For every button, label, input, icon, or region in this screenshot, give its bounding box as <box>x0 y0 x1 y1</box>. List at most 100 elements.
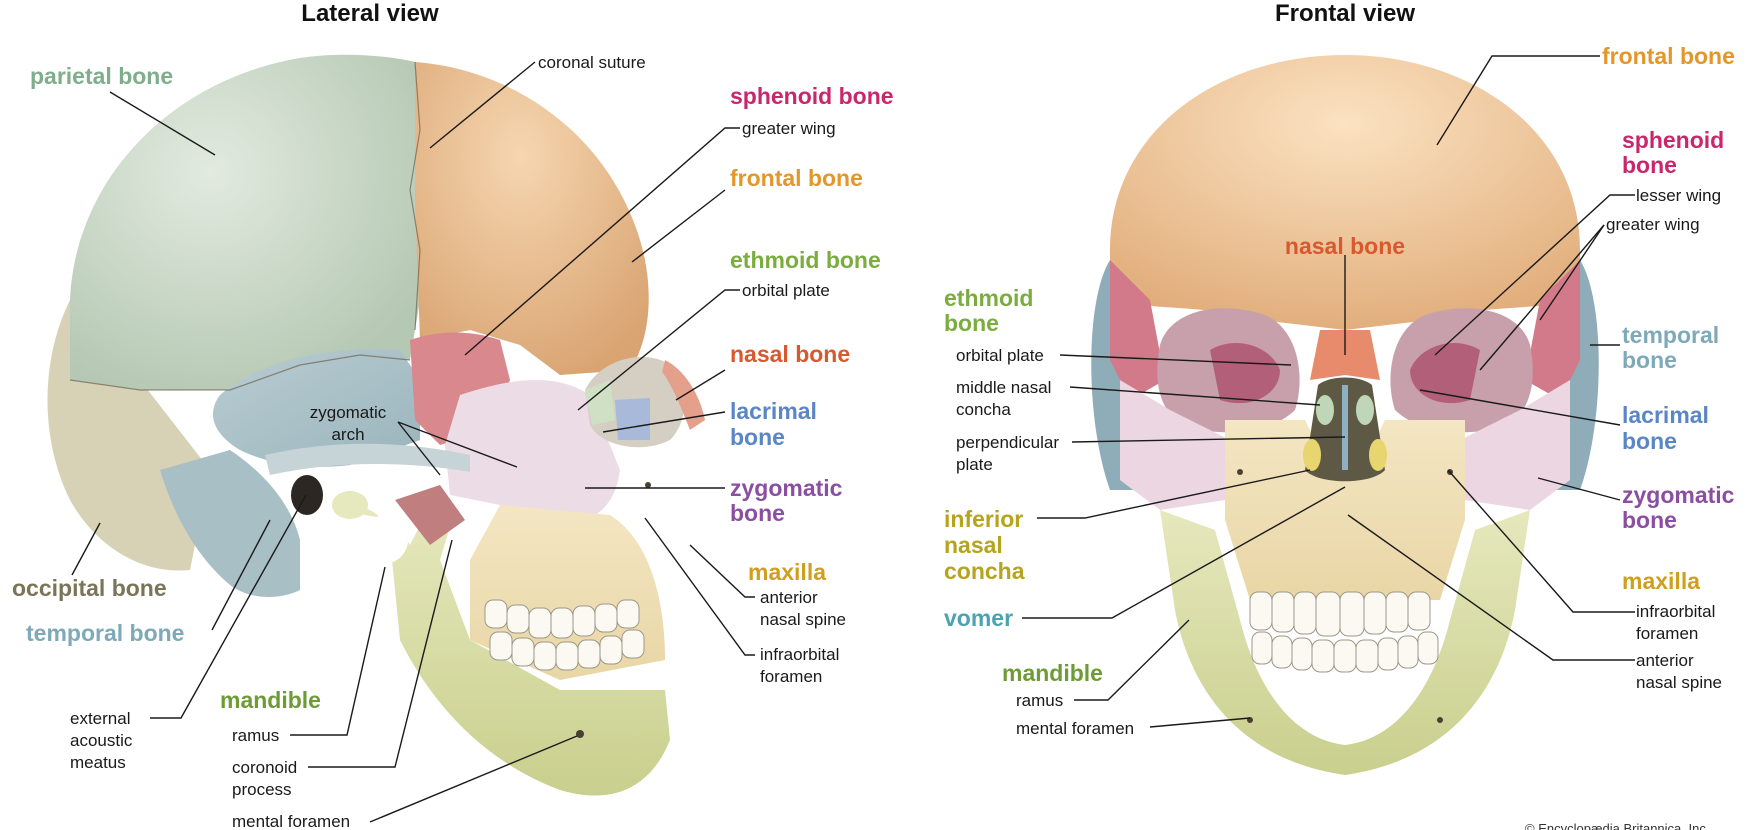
lateral-ear-canal <box>291 475 323 515</box>
lateral-label-coronoid-1: coronoid <box>232 758 297 777</box>
lateral-infraorbital-dot <box>645 482 651 488</box>
lateral-label-lacrimal-2: bone <box>730 424 785 450</box>
frontal-label-inf-concha-1: inferior <box>944 506 1023 532</box>
frontal-mandible <box>1160 510 1530 775</box>
frontal-label-iof-1: infraorbital <box>1636 602 1715 621</box>
lateral-notch <box>358 516 408 564</box>
frontal-view-title: Frontal view <box>1275 0 1415 27</box>
frontal-label-temporal-1: temporal <box>1622 322 1719 348</box>
lateral-label-eam-3: meatus <box>70 753 126 772</box>
frontal-label-ethmoid-1: ethmoid <box>944 285 1033 311</box>
frontal-left-orbit-deep <box>1210 342 1280 404</box>
lateral-label-parietal: parietal bone <box>30 63 173 89</box>
lateral-label-eam-2: acoustic <box>70 731 133 750</box>
lateral-label-occipital: occipital bone <box>12 575 167 601</box>
lateral-frontal-region <box>415 62 649 375</box>
lateral-mental-foramen-dot <box>576 730 584 738</box>
lateral-labels: Lateral view parietal bone coronal sutur… <box>12 0 894 830</box>
frontal-label-inf-concha-3: concha <box>944 558 1025 584</box>
lateral-label-temporal: temporal bone <box>26 620 184 646</box>
frontal-label-lesser-wing: lesser wing <box>1636 186 1721 205</box>
lateral-coronoid-shadow <box>395 485 465 545</box>
frontal-right-inferior-concha <box>1369 439 1387 471</box>
frontal-teeth <box>1249 591 1439 673</box>
lateral-label-ethmoid: ethmoid bone <box>730 247 881 273</box>
lateral-temporal-region <box>212 349 420 467</box>
lateral-zygomatic-arch <box>265 443 470 475</box>
frontal-label-perpendicular-2: plate <box>956 455 993 474</box>
frontal-right-zygomatic <box>1460 380 1570 510</box>
frontal-label-ans-1: anterior <box>1636 651 1694 670</box>
frontal-label-ans-2: nasal spine <box>1636 673 1722 692</box>
frontal-right-orbit-deep <box>1410 342 1480 404</box>
lateral-coronal-suture-line <box>409 61 421 331</box>
frontal-label-lacrimal-1: lacrimal <box>1622 402 1709 428</box>
frontal-label-ramus: ramus <box>1016 691 1063 710</box>
lateral-label-nasal: nasal bone <box>730 341 850 367</box>
frontal-right-sphenoid <box>1525 260 1580 400</box>
frontal-label-mental-foramen: mental foramen <box>1016 719 1134 738</box>
frontal-left-inferior-concha <box>1303 439 1321 471</box>
frontal-label-lacrimal-2: bone <box>1622 428 1677 454</box>
lateral-label-maxilla: maxilla <box>748 559 826 585</box>
lateral-squamous-suture-line <box>69 354 411 391</box>
frontal-left-infraorbital-dot <box>1237 469 1243 475</box>
frontal-label-iof-2: foramen <box>1636 624 1698 643</box>
lateral-label-iof-2: foramen <box>760 667 822 686</box>
lateral-label-ramus: ramus <box>232 726 279 745</box>
lateral-label-mandible: mandible <box>220 687 321 713</box>
lateral-label-orbital-plate: orbital plate <box>742 281 830 300</box>
lateral-view-title: Lateral view <box>301 0 439 27</box>
lateral-label-greater-wing: greater wing <box>742 119 836 138</box>
frontal-frontal-dome <box>1110 55 1580 330</box>
lateral-label-ans-1: anterior <box>760 588 818 607</box>
frontal-label-inf-concha-2: nasal <box>944 532 1003 558</box>
frontal-label-sphenoid-2: bone <box>1622 152 1677 178</box>
leader-lines <box>71 55 1635 823</box>
frontal-label-greater-wing: greater wing <box>1606 215 1700 234</box>
frontal-label-sphenoid-1: sphenoid <box>1622 127 1724 153</box>
frontal-label-zygomatic-1: zygomatic <box>1622 482 1735 508</box>
frontal-left-sphenoid <box>1110 260 1165 400</box>
frontal-label-temporal-2: bone <box>1622 347 1677 373</box>
lateral-label-coronoid-2: process <box>232 780 292 799</box>
lateral-label-zyg-arch-1: zygomatic <box>310 403 387 422</box>
frontal-right-mental-dot <box>1437 717 1443 723</box>
frontal-label-mandible: mandible <box>1002 660 1103 686</box>
lateral-label-lacrimal-1: lacrimal <box>730 398 817 424</box>
lateral-label-zygomatic-2: bone <box>730 500 785 526</box>
lateral-label-frontal: frontal bone <box>730 165 863 191</box>
lateral-skull-illustration <box>47 54 705 796</box>
frontal-skull-illustration <box>1091 55 1599 775</box>
frontal-label-orbital-plate: orbital plate <box>956 346 1044 365</box>
frontal-label-nasal: nasal bone <box>1285 233 1405 259</box>
frontal-right-middle-concha <box>1356 395 1374 425</box>
lateral-label-eam-1: external <box>70 709 130 728</box>
lateral-teeth <box>484 599 645 671</box>
frontal-label-frontal: frontal bone <box>1602 43 1735 69</box>
lateral-label-coronal-suture: coronal suture <box>538 53 646 72</box>
frontal-perpendicular-plate <box>1342 385 1348 470</box>
frontal-label-vomer: vomer <box>944 605 1013 631</box>
frontal-label-zygomatic-2: bone <box>1622 507 1677 533</box>
lateral-label-iof-1: infraorbital <box>760 645 839 664</box>
frontal-label-maxilla: maxilla <box>1622 568 1700 594</box>
lateral-label-zyg-arch-2: arch <box>331 425 364 444</box>
lateral-label-zygomatic-1: zygomatic <box>730 475 843 501</box>
lateral-label-mental-foramen: mental foramen <box>232 812 350 830</box>
lateral-lacrimal-patch <box>615 398 650 440</box>
frontal-left-middle-concha <box>1316 395 1334 425</box>
lateral-condyle <box>332 491 368 519</box>
lateral-mandible-region <box>335 505 670 796</box>
lateral-parietal-region <box>70 54 420 391</box>
lateral-ethmoid-patch <box>585 380 615 425</box>
frontal-label-middle-concha-1: middle nasal <box>956 378 1051 397</box>
lateral-zygomatic-region <box>445 380 620 525</box>
lateral-label-sphenoid: sphenoid bone <box>730 83 894 109</box>
frontal-label-perpendicular-1: perpendicular <box>956 433 1059 452</box>
frontal-left-zygomatic <box>1120 380 1230 510</box>
lateral-mastoid-region <box>160 450 300 597</box>
copyright-credit: © Encyclopædia Britannica, Inc. <box>1525 821 1709 830</box>
lateral-label-ans-2: nasal spine <box>760 610 846 629</box>
